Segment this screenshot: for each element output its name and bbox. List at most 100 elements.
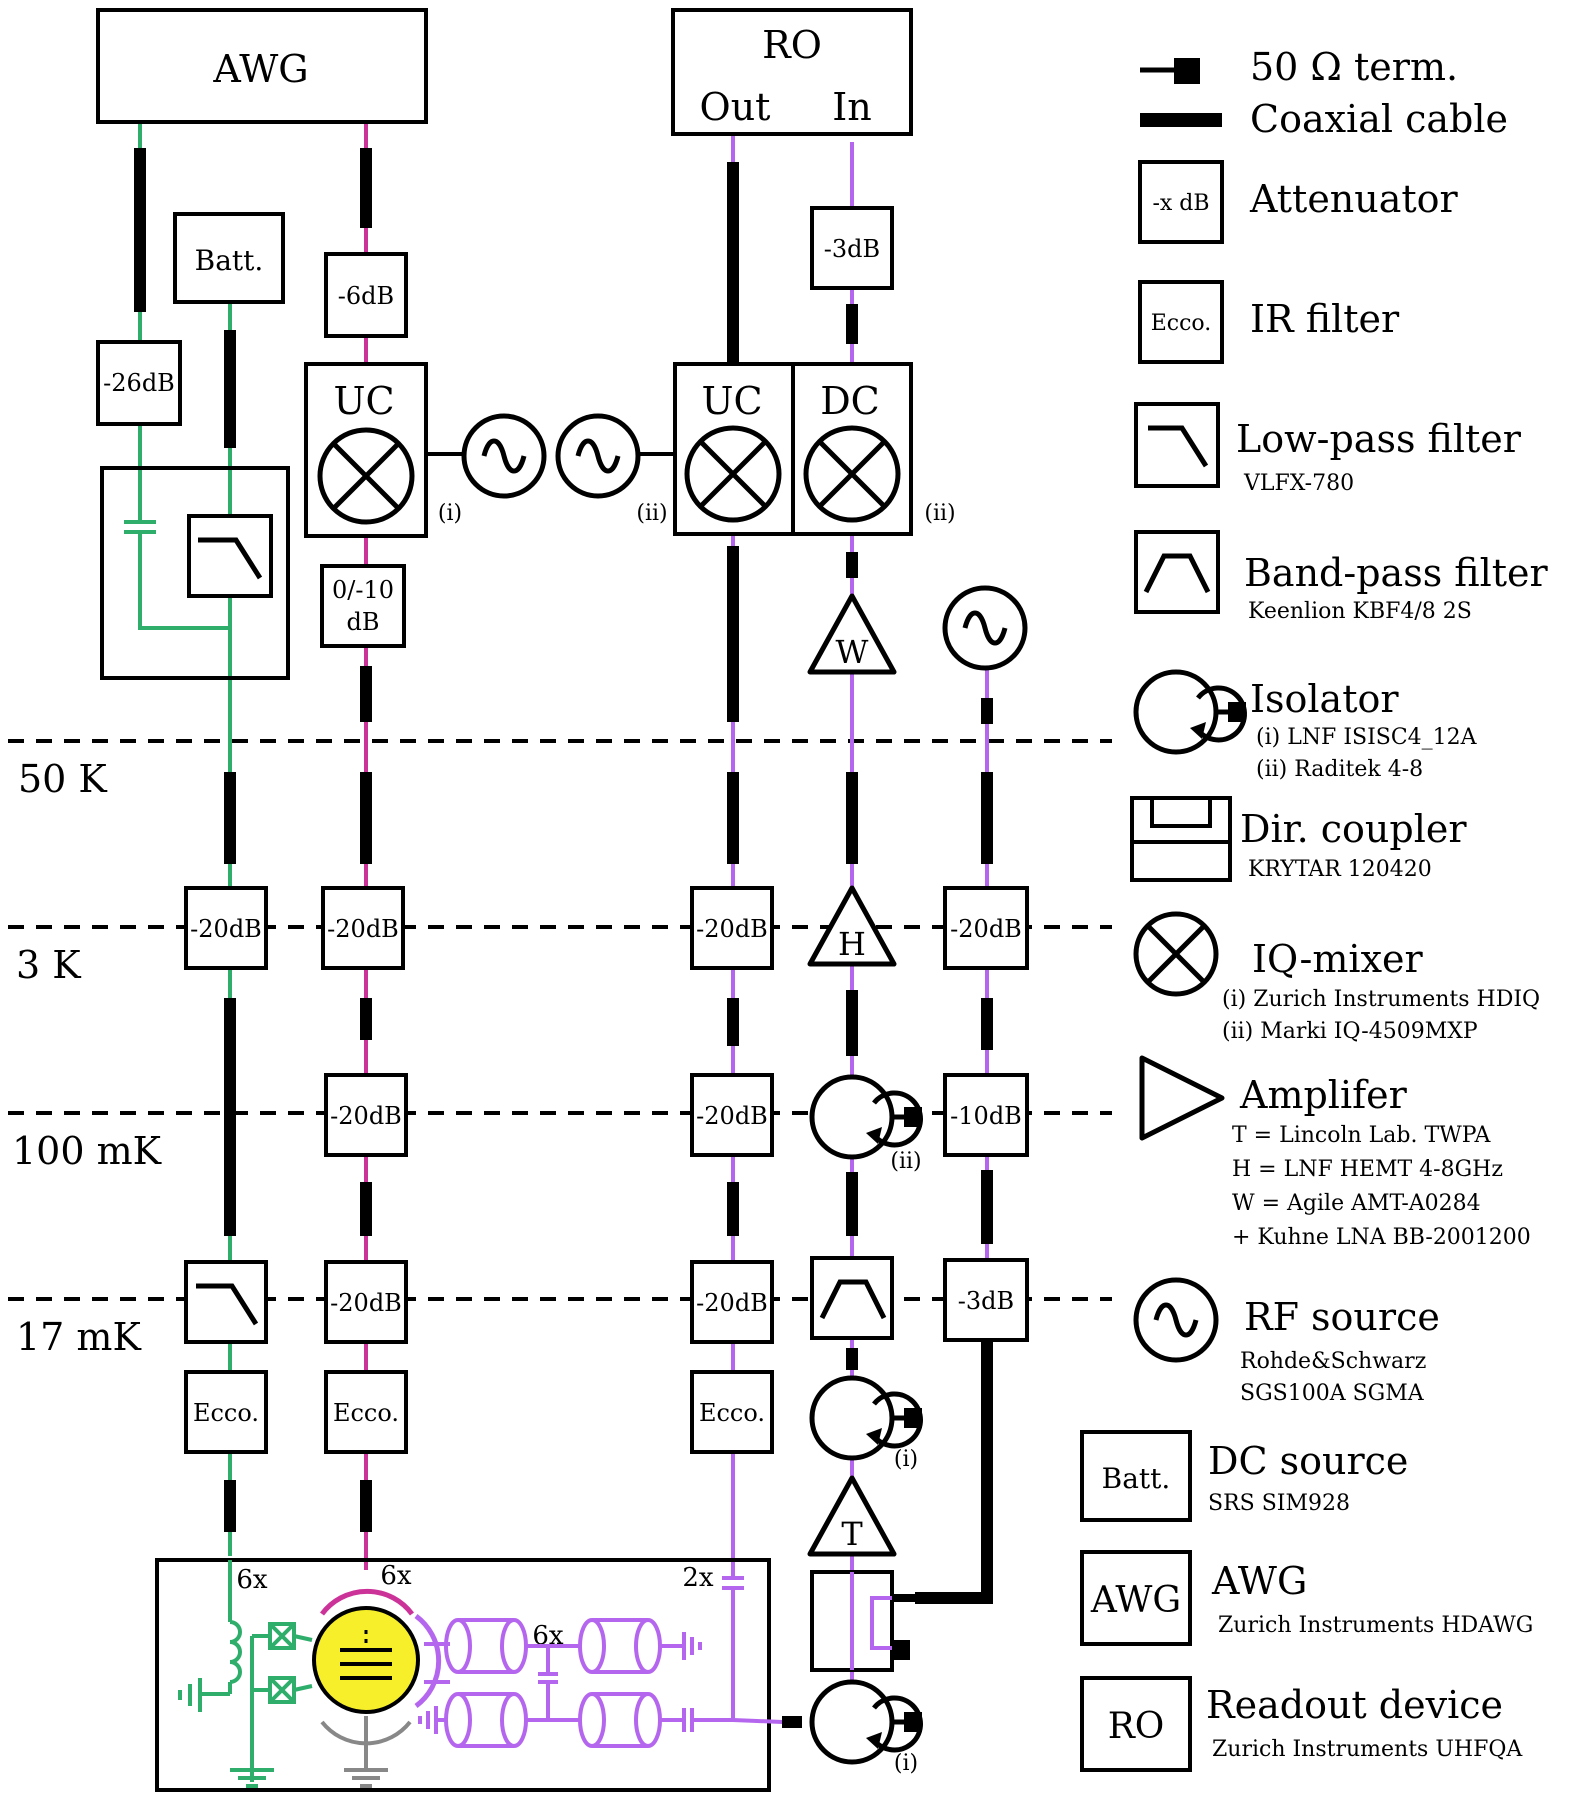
attenuator-20db: -20dB	[324, 1073, 408, 1157]
attenuator-label: -20dB	[190, 915, 262, 943]
legend-awg-symbol-label: AWG	[1090, 1580, 1181, 1621]
temperature-stage-lines	[8, 739, 1112, 1301]
marker-ii: (ii)	[636, 501, 667, 526]
legend-amplifier-model-w: W = Agile AMT-A0284	[1232, 1191, 1481, 1216]
stage-label-17mk: 17 mK	[16, 1315, 141, 1359]
legend-rf-source-label: RF source	[1244, 1295, 1440, 1339]
legend-ir-filter-symbol: Ecco.	[1138, 280, 1224, 364]
attenuator-20db: -20dB	[690, 886, 774, 970]
stage-label-3k: 3 K	[16, 943, 81, 987]
legend-iq-mixer-model-2: (ii) Marki IQ-4509MXP	[1222, 1019, 1478, 1044]
legend-iq-mixer-model-1: (i) Zurich Instruments HDIQ	[1222, 987, 1540, 1012]
legend-ro-model: Zurich Instruments UHFQA	[1212, 1737, 1523, 1762]
legend-amplifier-model-t: T = Lincoln Lab. TWPA	[1232, 1123, 1492, 1148]
attenuator-26db: -26dB	[96, 340, 182, 426]
legend-coax-label: Coaxial cable	[1250, 97, 1508, 141]
battery-source: Batt.	[173, 212, 285, 304]
ir-filter-label: Ecco.	[699, 1399, 765, 1427]
legend-iq-mixer-symbol	[1133, 911, 1219, 997]
drive-coupling-arc	[319, 1588, 415, 1616]
ir-filter: Ecco.	[324, 1370, 408, 1454]
ro-out-label: Out	[700, 85, 771, 129]
multiplicity-label: 6x	[236, 1565, 268, 1595]
attenuator-6db: -6dB	[324, 252, 408, 338]
legend-awg-symbol: AWG	[1080, 1550, 1192, 1646]
iq-mixer-uc-drive: UC	[304, 362, 428, 538]
coax-pump-to-coupler	[915, 1338, 993, 1604]
attenuator-3db-input: -3dB	[810, 206, 894, 290]
attenuator-20db: -20dB	[690, 1260, 774, 1344]
legend-ir-filter-label: IR filter	[1250, 297, 1400, 341]
legend-directional-coupler-model: KRYTAR 120420	[1248, 857, 1432, 882]
legend-dc-source-symbol: Batt.	[1080, 1430, 1192, 1522]
legend-isolator-symbol	[1133, 669, 1246, 755]
legend-term-symbol	[1140, 58, 1200, 84]
ir-filter-label: Ecco.	[193, 1399, 259, 1427]
battery-label: Batt.	[195, 244, 264, 277]
legend-rf-source-model-2: SGS100A SGMA	[1240, 1381, 1425, 1406]
legend-awg-model: Zurich Instruments HDAWG	[1218, 1613, 1533, 1638]
attenuator-label: -20dB	[696, 1289, 768, 1317]
sample-box: 6x 6x 2x 6x	[155, 1558, 783, 1792]
legend-isolator-model-2: (ii) Raditek 4-8	[1256, 757, 1423, 782]
ir-filter-label: Ecco.	[333, 1399, 399, 1427]
rf-source-lo-drive	[461, 413, 547, 499]
marker-i: (i)	[438, 501, 462, 526]
attenuator-label: -20dB	[950, 915, 1022, 943]
amplifier-t: T	[807, 1475, 897, 1557]
directional-coupler	[810, 1570, 915, 1672]
amplifier-label: T	[841, 1515, 863, 1553]
isolator-i	[809, 1375, 922, 1461]
readout-resonator-network	[418, 1576, 783, 1748]
attenuator-20db: -20dB	[943, 886, 1029, 970]
legend-bpf-model: Keenlion KBF4/8 2S	[1248, 599, 1472, 624]
attenuator-label: -6dB	[338, 282, 394, 310]
isolator-ii	[809, 1074, 922, 1160]
iq-mixer-uc-dc-readout: UC DC	[673, 362, 913, 536]
rf-source-pump	[942, 585, 1028, 671]
qubit-ground	[320, 1716, 412, 1788]
legend-amplifier-model-h: H = LNF HEMT 4-8GHz	[1232, 1157, 1503, 1182]
amplifier-label: H	[838, 925, 866, 963]
attenuator-20db: -20dB	[184, 886, 268, 970]
legend-awg-label: AWG	[1211, 1559, 1307, 1603]
amplifier-h: H	[807, 885, 897, 967]
legend-directional-coupler-label: Dir. coupler	[1240, 807, 1467, 851]
attenuator-20db: -20dB	[324, 1260, 408, 1344]
ir-filter: Ecco.	[690, 1370, 774, 1454]
attenuator-label: -20dB	[327, 915, 399, 943]
legend-rf-source-model-1: Rohde&Schwarz	[1240, 1349, 1426, 1374]
attenuator-variable: 0/-10 dB	[320, 564, 406, 648]
isolator-i	[809, 1679, 922, 1765]
bias-tee-box	[100, 466, 290, 680]
attenuator-label: -20dB	[330, 1102, 402, 1130]
legend-iq-mixer-label: IQ-mixer	[1252, 937, 1424, 981]
awg-instrument: AWG	[96, 8, 428, 124]
attenuator-3db-pump: -3dB	[943, 1258, 1029, 1342]
legend-isolator-label: Isolator	[1250, 677, 1399, 721]
attenuator-label: dB	[347, 608, 380, 636]
coax-segments	[134, 148, 993, 1728]
legend-dc-source-label: DC source	[1208, 1439, 1408, 1483]
legend-attenuator-symbol: -x dB	[1138, 160, 1224, 244]
amplifier-label: W	[836, 633, 869, 671]
legend-isolator-model-1: (i) LNF ISISC4_12A	[1256, 725, 1478, 750]
legend-ro-symbol-label: RO	[1108, 1706, 1165, 1747]
ro-instrument: RO Out In	[671, 8, 913, 136]
stage-label-100mk: 100 mK	[12, 1129, 162, 1173]
attenuator-20db: -20dB	[321, 886, 405, 970]
ir-filter: Ecco.	[184, 1370, 268, 1454]
attenuator-label: -3dB	[824, 235, 880, 263]
attenuator-label: -20dB	[696, 1102, 768, 1130]
legend-dc-source-model: SRS SIM928	[1208, 1491, 1350, 1516]
attenuator-label: -10dB	[950, 1102, 1022, 1130]
uc-label: UC	[701, 379, 762, 423]
rf-source-lo-readout	[555, 413, 641, 499]
legend-lpf-label: Low-pass filter	[1236, 417, 1522, 461]
attenuator-10db: -10dB	[943, 1073, 1029, 1157]
legend-ir-filter-symbol-label: Ecco.	[1151, 311, 1212, 336]
amplifier-w: W	[807, 593, 897, 675]
low-pass-filter	[184, 1260, 268, 1344]
low-pass-filter	[187, 514, 273, 598]
legend-attenuator-symbol-label: -x dB	[1152, 191, 1209, 216]
